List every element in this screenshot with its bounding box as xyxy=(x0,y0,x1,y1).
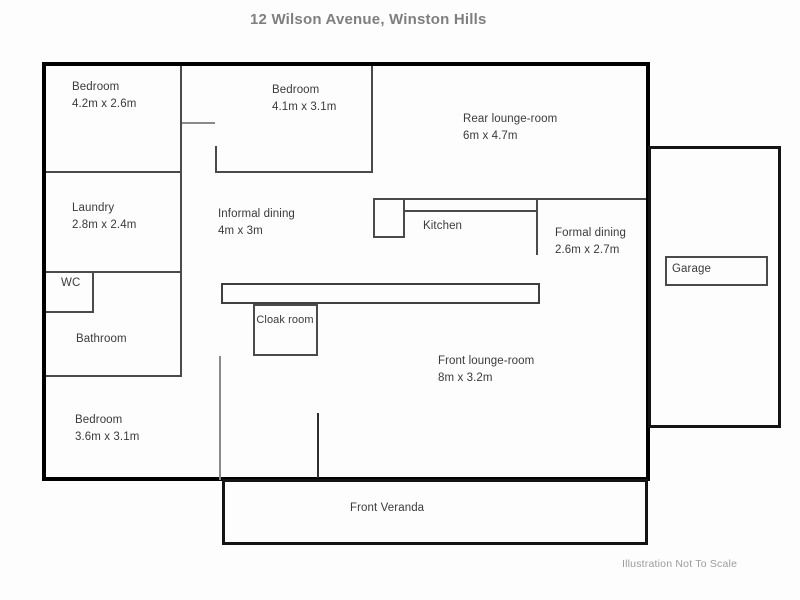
kitchen-bench-line xyxy=(405,210,538,212)
wall-entry-stub xyxy=(317,413,319,478)
veranda-outline xyxy=(222,479,648,545)
wall-bedroom1-door-stub xyxy=(182,122,215,124)
room-dims: 2.6m x 2.7m xyxy=(555,244,620,256)
kitchen-pantry-box xyxy=(373,198,405,238)
room-name: Cloak room xyxy=(256,314,314,326)
room-label-front-veranda: Front Veranda xyxy=(350,500,424,517)
room-dims: 4.1m x 3.1m xyxy=(272,101,337,113)
wall-bedroom2-right xyxy=(371,66,373,173)
room-label-bedroom-3: Bedroom 3.6m x 3.1m xyxy=(75,412,139,446)
room-label-rear-lounge: Rear lounge-room 6m x 4.7m xyxy=(463,111,557,145)
room-name: Formal dining xyxy=(555,227,626,239)
room-name: Laundry xyxy=(72,202,115,214)
room-name: Front lounge-room xyxy=(438,355,535,367)
room-dims: 2.8m x 2.4m xyxy=(72,219,137,231)
room-dims: 3.6m x 3.1m xyxy=(75,431,140,443)
room-name: Bathroom xyxy=(76,333,127,345)
cloak-room-box xyxy=(253,304,318,356)
garage-outline xyxy=(648,146,781,428)
wall-bedroom2-door-stub xyxy=(215,146,217,173)
room-name: Bedroom xyxy=(272,84,320,96)
room-name: Bedroom xyxy=(72,81,120,93)
wall-bedrooms-left-vertical xyxy=(180,66,182,377)
garage-label-box xyxy=(665,256,768,286)
room-label-bedroom-1: Bedroom 4.2m x 2.6m xyxy=(72,79,136,113)
room-label-front-lounge: Front lounge-room 8m x 3.2m xyxy=(438,353,534,387)
room-label-bathroom: Bathroom xyxy=(76,331,127,348)
hallway-wall-bar xyxy=(221,283,540,304)
wall-kitchen-top xyxy=(373,198,646,200)
room-label-cloak-room: Cloak room xyxy=(255,313,315,328)
page-title: 12 Wilson Avenue, Winston Hills xyxy=(250,11,487,28)
room-name: Informal dining xyxy=(218,208,295,220)
room-label-laundry: Laundry 2.8m x 2.4m xyxy=(72,200,136,234)
room-dims: 8m x 3.2m xyxy=(438,372,493,384)
room-label-informal-dining: Informal dining 4m x 3m xyxy=(218,206,295,240)
room-dims: 4.2m x 2.6m xyxy=(72,98,137,110)
room-name: WC xyxy=(61,277,81,289)
room-label-wc: WC xyxy=(61,275,80,292)
wall-bedroom2-bottom xyxy=(215,171,373,173)
room-dims: 4m x 3m xyxy=(218,225,263,237)
room-dims: 6m x 4.7m xyxy=(463,130,518,142)
wall-laundry-top xyxy=(46,171,180,173)
room-label-formal-dining: Formal dining 2.6m x 2.7m xyxy=(555,225,626,259)
wall-wc-bottom xyxy=(46,311,94,313)
room-name: Front Veranda xyxy=(350,502,425,514)
room-label-bedroom-2: Bedroom 4.1m x 3.1m xyxy=(272,82,336,116)
room-name: Rear lounge-room xyxy=(463,113,558,125)
not-to-scale-note: Illustration Not To Scale xyxy=(622,558,738,570)
room-name: Kitchen xyxy=(423,220,463,232)
room-label-kitchen: Kitchen xyxy=(423,218,462,235)
wall-bedroom3-right xyxy=(219,356,221,480)
wall-bathroom-bottom xyxy=(46,375,182,377)
wall-kitchen-formal-dining-divider xyxy=(536,198,538,255)
room-label-garage: Garage xyxy=(672,261,711,278)
wall-laundry-bottom xyxy=(46,271,180,273)
room-name: Garage xyxy=(672,263,711,275)
wall-wc-right xyxy=(92,271,94,313)
room-name: Bedroom xyxy=(75,414,123,426)
